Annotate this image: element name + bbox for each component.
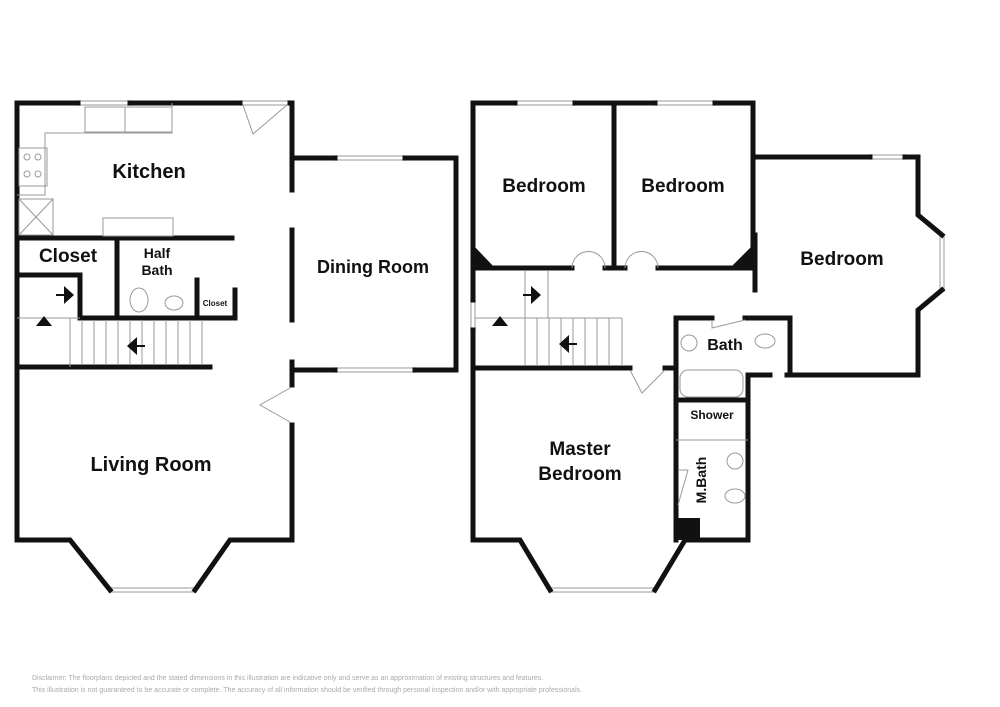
door-icon (624, 251, 659, 269)
room-label-kitchen: Kitchen (112, 161, 185, 183)
room-label-half-bath-line1: Half (144, 245, 171, 261)
room-label-closet: Closet (39, 246, 98, 267)
room-label-living: Living Room (90, 454, 211, 476)
fridge-icon (18, 198, 54, 236)
stairs-floor1 (17, 286, 203, 367)
stove-icon (18, 147, 48, 187)
basin-icon (726, 452, 744, 470)
arrow-left-icon (127, 337, 145, 355)
stairs-floor2 (475, 270, 623, 366)
disclaimer-line-2: This illustration is not guaranteed to b… (32, 687, 583, 694)
room-label-bedroom-2: Bedroom (641, 176, 724, 197)
arrow-up-icon (492, 316, 508, 334)
door-icon (571, 251, 606, 269)
toilet-icon (724, 488, 746, 504)
door-icon (711, 319, 746, 329)
second-floor: Bedroom Bedroom Bedroom Bath Shower M.Ba… (470, 100, 946, 594)
arrow-right-icon (523, 286, 541, 304)
room-label-bedroom-1: Bedroom (502, 176, 585, 197)
kitchen-island (102, 217, 174, 237)
dishwasher-icon (124, 106, 173, 133)
room-label-master-line2: Bedroom (538, 464, 621, 485)
door-icon (629, 369, 666, 394)
bathtub-icon (679, 369, 744, 398)
door-icon (242, 104, 288, 135)
arrow-left-icon (559, 335, 577, 353)
arrow-right-icon (56, 286, 74, 304)
toilet-icon (754, 333, 776, 349)
door-icon (258, 387, 291, 423)
room-label-mbath: M.Bath (693, 457, 709, 504)
toilet-icon (129, 287, 149, 313)
room-label-small-closet: Closet (203, 299, 228, 308)
room-label-bath: Bath (707, 337, 743, 354)
room-label-dining: Dining Room (317, 257, 429, 277)
room-label-shower: Shower (690, 408, 734, 422)
first-floor: Kitchen Dining Room Living Room Closet H… (14, 100, 459, 594)
room-label-master-line1: Master (549, 439, 611, 460)
door-icon (677, 469, 689, 506)
room-label-bedroom-3: Bedroom (800, 249, 883, 270)
sink-icon (84, 106, 126, 133)
disclaimer-line-1: Disclaimer: The floorplans depicted and … (32, 675, 544, 682)
basin-icon (164, 295, 184, 311)
basin-icon (680, 334, 698, 352)
arrow-up-icon (36, 316, 52, 334)
room-label-half-bath-line2: Bath (141, 262, 172, 278)
